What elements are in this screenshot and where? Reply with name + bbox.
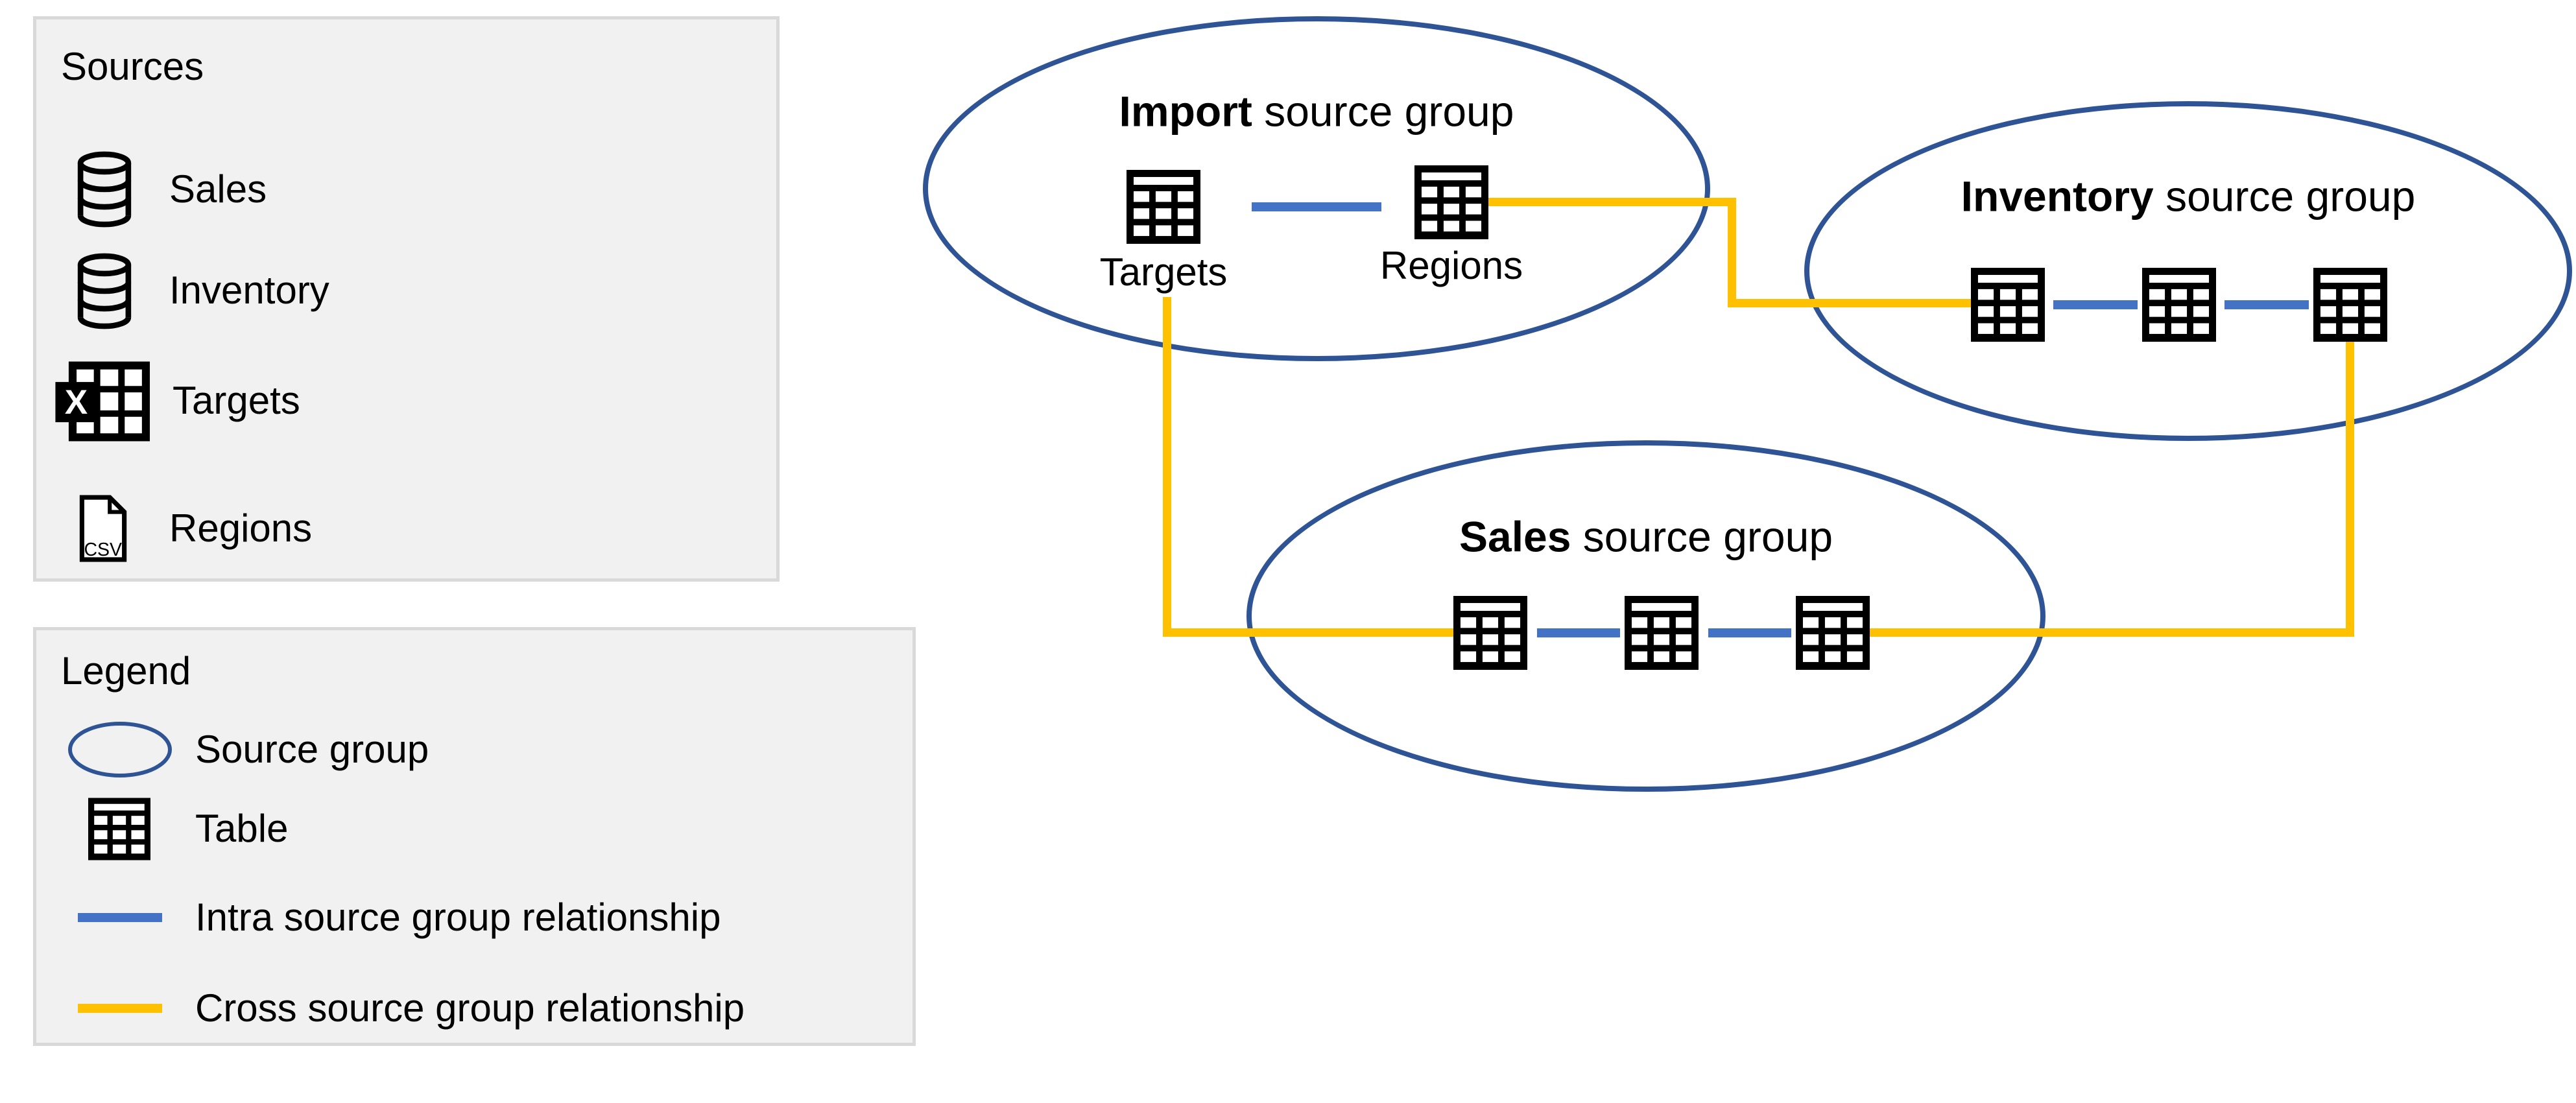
- intra-relationship-line: [2224, 300, 2309, 309]
- csv-icon-letters: CSV: [84, 540, 122, 560]
- intra-relationship-line: [1252, 202, 1381, 211]
- legend-panel: Legend Source group Table Intra source g…: [33, 627, 916, 1046]
- cross-connector-import-sales-h: [1163, 628, 1458, 637]
- legend-item-label: Source group: [195, 728, 429, 771]
- intra-relationship-line: [1537, 628, 1620, 637]
- table-icon: [1796, 596, 1870, 670]
- cross-connector-import-inventory-h2: [1728, 299, 1975, 307]
- import-source-group-ellipse: [923, 16, 1710, 361]
- table-icon: [1971, 268, 2045, 342]
- table-icon: [1453, 596, 1527, 670]
- table-icon: [1127, 170, 1200, 244]
- table-icon: [2142, 268, 2216, 342]
- cross-relationship-line-icon: [78, 1004, 162, 1013]
- excel-icon: X: [53, 361, 153, 442]
- legend-item-label: Intra source group relationship: [195, 895, 721, 939]
- intra-relationship-line: [1708, 628, 1791, 637]
- sources-panel: Sources Sales Inventory: [33, 16, 780, 582]
- cross-connector-import-sales-v: [1163, 297, 1171, 637]
- table-label-targets: Targets: [1099, 250, 1228, 294]
- table-icon: [2313, 268, 2387, 342]
- source-group-ellipse-icon: [66, 720, 174, 779]
- database-icon: [74, 151, 135, 228]
- cross-connector-import-inventory-h1: [1488, 198, 1736, 206]
- cross-connector-inventory-sales-v: [2346, 342, 2354, 637]
- sales-source-group-ellipse: [1246, 440, 2045, 792]
- source-item-label: Inventory: [169, 268, 329, 312]
- table-label-regions: Regions: [1379, 244, 1523, 287]
- csv-icon: CSV: [75, 494, 130, 563]
- legend-item-label: Cross source group relationship: [195, 986, 745, 1030]
- source-item-label: Targets: [173, 379, 300, 422]
- intra-relationship-line: [2053, 300, 2138, 309]
- source-item-label: Sales: [169, 167, 267, 211]
- intra-relationship-line-icon: [78, 913, 162, 922]
- sources-panel-title: Sources: [61, 45, 204, 88]
- source-item-label: Regions: [169, 506, 313, 550]
- cross-connector-inventory-sales-h: [1866, 628, 2354, 637]
- database-icon: [74, 253, 135, 329]
- legend-panel-title: Legend: [61, 649, 191, 693]
- cross-connector-import-inventory-v: [1728, 198, 1736, 307]
- table-icon: [1414, 165, 1488, 239]
- table-icon: [1625, 596, 1699, 670]
- inventory-source-group-ellipse: [1804, 101, 2572, 441]
- table-icon: [88, 795, 150, 863]
- excel-icon-letter: X: [65, 383, 88, 421]
- legend-item-label: Table: [195, 807, 289, 850]
